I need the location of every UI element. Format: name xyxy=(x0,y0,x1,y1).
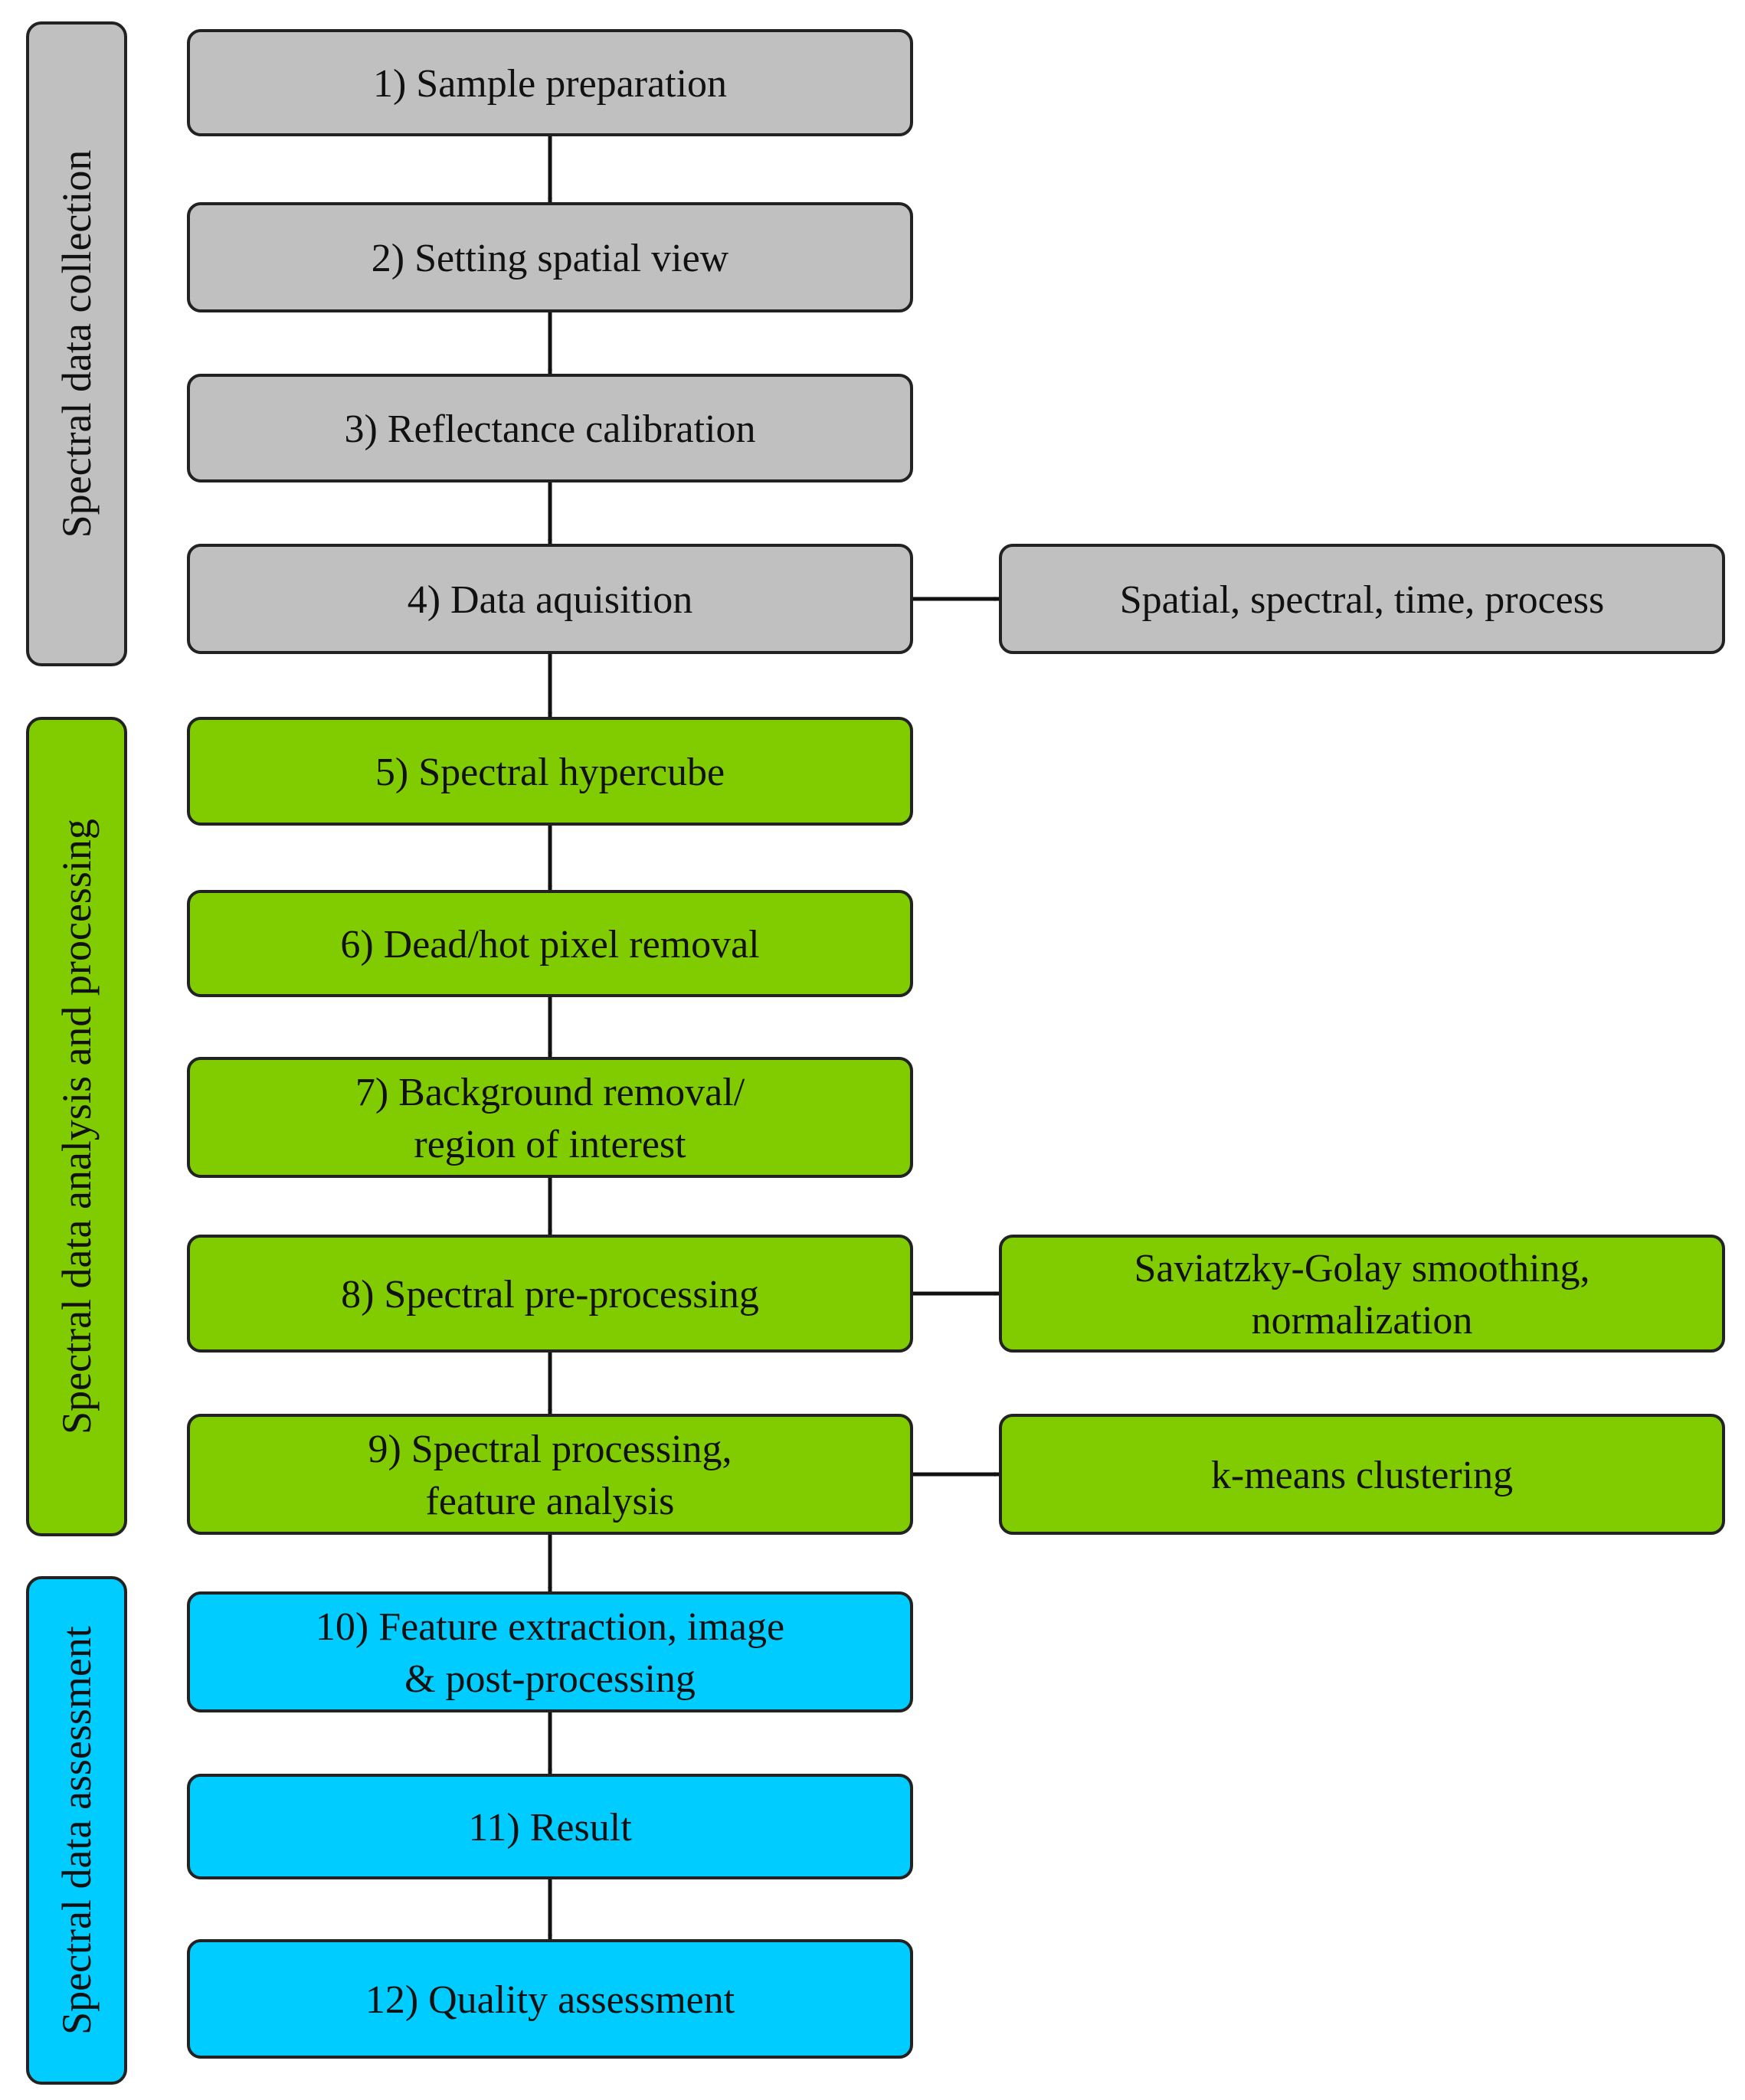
step-label: 7) Background removal/ xyxy=(355,1071,745,1114)
step-label: 8) Spectral pre-processing xyxy=(341,1273,759,1317)
detail-box-shape xyxy=(999,544,1725,654)
step-label: 6) Dead/hot pixel removal xyxy=(340,923,759,967)
step-box-s11: 11) Result xyxy=(187,1774,913,1879)
step-box-s5: 5) Spectral hypercube xyxy=(187,717,913,826)
step-label: 9) Spectral processing, xyxy=(368,1428,732,1471)
step-box-shape xyxy=(187,1057,913,1178)
step-label: 12) Quality assessment xyxy=(365,1978,735,2022)
step-label: 10) Feature extraction, image xyxy=(316,1605,784,1649)
detail-box-d9: k-means clustering xyxy=(999,1414,1725,1535)
step-box-s6: 6) Dead/hot pixel removal xyxy=(187,890,913,997)
step-box-s3: 3) Reflectance calibration xyxy=(187,374,913,482)
section-panel-assessment: Spectral data assessment xyxy=(26,1576,127,2085)
step-box-s8: 8) Spectral pre-processing xyxy=(187,1235,913,1353)
detail-box-d4: Spatial, spectral, time, process xyxy=(999,544,1725,654)
step-label: 1) Sample preparation xyxy=(373,62,727,106)
step-box-s12: 12) Quality assessment xyxy=(187,1939,913,2059)
step-box-shape xyxy=(187,1235,913,1353)
step-box-shape xyxy=(187,890,913,997)
step-label: 5) Spectral hypercube xyxy=(375,751,725,794)
section-label: Spectral data assessment xyxy=(54,1626,100,2035)
step-box-shape xyxy=(187,29,913,136)
step-box-shape xyxy=(187,1774,913,1879)
section-panel-box xyxy=(26,717,127,1536)
step-box-shape xyxy=(187,1414,913,1535)
step-label: 11) Result xyxy=(468,1806,632,1850)
section-label: Spectral data collection xyxy=(54,150,100,538)
section-panel-box xyxy=(26,1576,127,2085)
detail-box-shape xyxy=(999,1414,1725,1535)
detail-label: normalization xyxy=(1252,1299,1473,1343)
step-label: region of interest xyxy=(414,1123,686,1166)
detail-box-shape xyxy=(999,1235,1725,1353)
detail-box-d8: Saviatzky-Golay smoothing, normalization xyxy=(999,1235,1725,1353)
section-label: Spectral data analysis and processing xyxy=(54,819,100,1434)
step-label: feature analysis xyxy=(426,1480,675,1523)
step-label: 2) Setting spatial view xyxy=(372,237,729,280)
step-box-s4: 4) Data aquisition xyxy=(187,544,913,654)
step-box-s9: 9) Spectral processing, feature analysis xyxy=(187,1414,913,1535)
step-label: 4) Data aquisition xyxy=(408,578,693,622)
detail-label: k-means clustering xyxy=(1211,1454,1513,1497)
step-label: 3) Reflectance calibration xyxy=(344,407,755,451)
section-panel-processing: Spectral data analysis and processing xyxy=(26,717,127,1536)
step-box-s1: 1) Sample preparation xyxy=(187,29,913,136)
section-panel-box xyxy=(26,21,127,666)
step-box-shape xyxy=(187,202,913,312)
step-box-shape xyxy=(187,374,913,482)
step-label: & post-processing xyxy=(404,1657,696,1701)
detail-label: Saviatzky-Golay smoothing, xyxy=(1134,1247,1589,1290)
step-box-s7: 7) Background removal/region of interest xyxy=(187,1057,913,1178)
step-box-shape xyxy=(187,1939,913,2059)
step-box-shape xyxy=(187,544,913,654)
step-box-shape xyxy=(187,1591,913,1712)
section-panel-collection: Spectral data collection xyxy=(26,21,127,666)
step-box-s2: 2) Setting spatial view xyxy=(187,202,913,312)
step-box-s10: 10) Feature extraction, image & post-proc… xyxy=(187,1591,913,1712)
detail-label: Spatial, spectral, time, process xyxy=(1120,578,1604,622)
step-box-shape xyxy=(187,717,913,826)
